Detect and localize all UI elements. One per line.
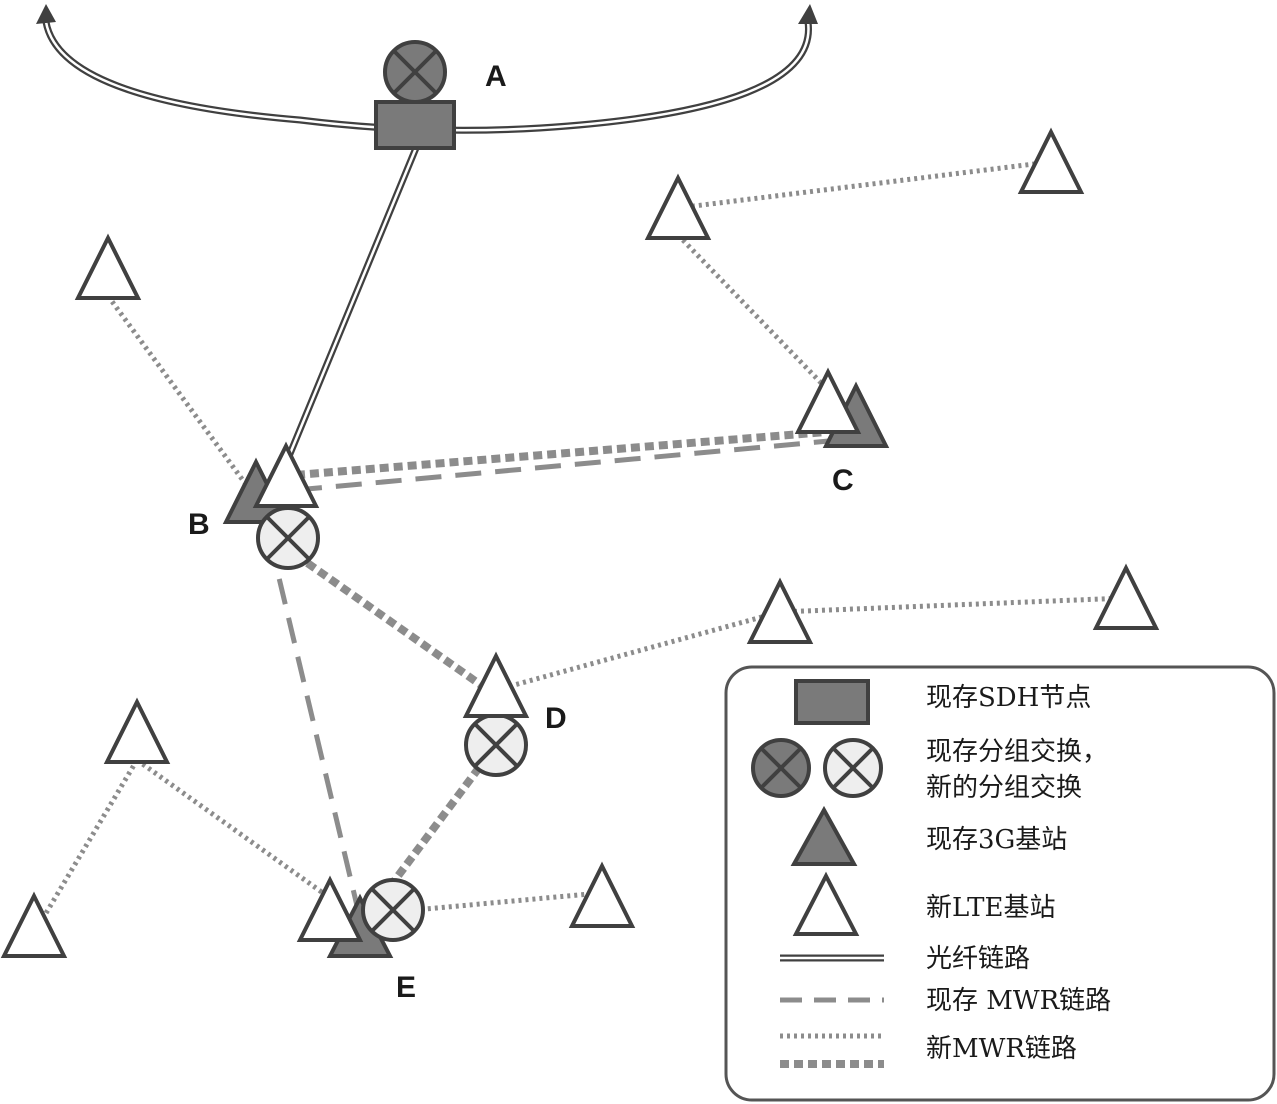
node-c: C [794,367,890,497]
new-mwr-link [33,758,140,932]
node-a: A [374,40,507,150]
lte-station-icon [462,651,530,718]
new-mwr-link [677,159,1051,211]
legend-sdh-node-label: 现存SDH节点 [926,683,1091,713]
node-label-c: C [832,464,854,497]
legend: 现存SDH节点 现存分组交换， 新的分组交换 现存3G基站 新LTE基站 光纤链… [724,665,1276,1102]
lte-station-icon [1092,563,1160,630]
node-label-d: D [545,702,567,735]
node-e: E [296,875,425,1004]
existing-mwr-link [267,539,361,911]
lte-station-icon [1017,127,1085,194]
lte-station-icon [746,577,814,644]
node-label-e: E [396,971,416,1004]
node-b: B [188,441,320,570]
new-mwr-link [105,294,253,492]
new-mwr-link [676,233,828,390]
lte-station-icon [74,233,142,300]
legend-existing-mwr-label: 现存 MWR链路 [926,986,1111,1016]
ring-arrow-left-icon [36,4,56,24]
node-label-b: B [188,508,210,541]
lte-station-icon [252,441,320,508]
node-d: D [462,651,567,777]
legend-switch-label-line1: 现存分组交换， [926,737,1108,767]
existing-mwr-links [267,435,863,911]
lte-station-icon [0,891,68,958]
lte-station-icon [568,861,636,928]
new-mwr-thick-links [293,428,827,903]
legend-3g-station-icon [790,805,858,866]
sdh-node-icon [374,100,456,150]
new-mwr-link [779,595,1127,615]
fiber-link-a-b [276,146,420,480]
lte-stations [0,127,1160,958]
legend-fiber-label: 光纤链路 [926,944,1030,974]
legend-lte-station-label: 新LTE基站 [926,893,1055,923]
node-label-a: A [485,60,507,93]
lte-station-icon [103,697,171,764]
new-mwr-links [33,159,1127,932]
thick-mwr-link [376,742,500,903]
ring-arrow-right-icon [798,4,818,24]
legend-switch-label-line2: 新的分组交换 [926,773,1082,803]
thick-mwr-link [295,428,827,479]
legend-sdh-node-icon [794,679,870,725]
lte-station-icon [794,367,862,434]
lte-station-icon [644,173,712,240]
new-mwr-link [135,757,332,901]
new-mwr-link [495,609,781,693]
existing-mwr-link [295,435,863,493]
legend-3g-station-label: 现存3G基站 [926,825,1067,855]
legend-new-mwr-label: 新MWR链路 [926,1034,1077,1064]
lte-station-icon [296,875,364,942]
legend-lte-station-icon [792,871,860,936]
thick-mwr-link [293,551,491,694]
